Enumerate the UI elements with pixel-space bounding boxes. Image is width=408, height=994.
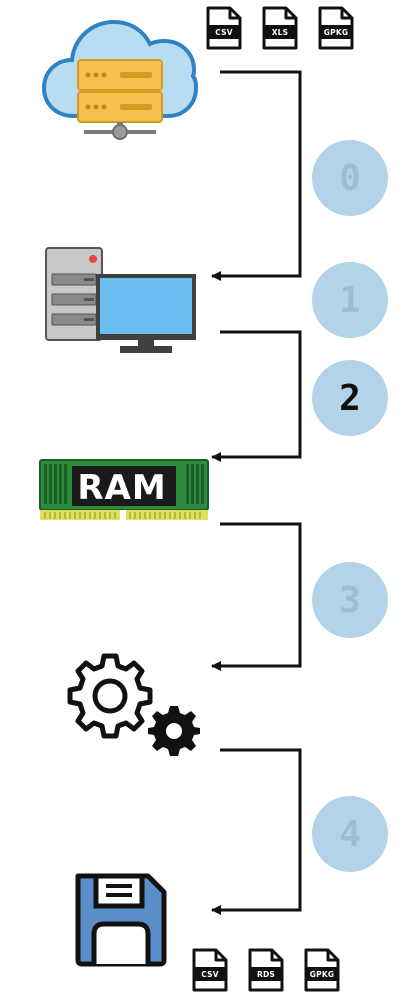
file-format-label: XLS xyxy=(264,25,296,39)
source-file-csv: CSV xyxy=(206,6,242,50)
file-format-label: CSV xyxy=(194,967,226,981)
connector-arrow-1 xyxy=(211,70,302,281)
step-number: 4 xyxy=(339,813,361,855)
step-circle-3: 3 xyxy=(312,562,388,638)
floppy-disk-icon xyxy=(75,873,167,967)
step-number: 2 xyxy=(339,377,361,419)
step-circle-2: 2 xyxy=(312,360,388,436)
step-number: 1 xyxy=(339,279,361,321)
output-file-rds: RDS xyxy=(248,948,284,992)
file-format-label: GPKG xyxy=(306,967,338,981)
step-circle-1: 1 xyxy=(312,262,388,338)
output-file-csv: CSV xyxy=(192,948,228,992)
connector-arrow-4 xyxy=(211,748,302,915)
step-number: 3 xyxy=(339,579,361,621)
output-file-gpkg: GPKG xyxy=(304,948,340,992)
ram-module-icon xyxy=(39,459,209,522)
file-format-label: GPKG xyxy=(320,25,352,39)
gears-icon xyxy=(67,653,200,756)
step-number: 0 xyxy=(339,157,361,199)
file-format-label: RDS xyxy=(250,967,282,981)
step-circle-4: 4 xyxy=(312,796,388,872)
ram-label: RAM xyxy=(77,468,167,508)
source-file-gpkg: GPKG xyxy=(318,6,354,50)
source-file-xls: XLS xyxy=(262,6,298,50)
file-format-label: CSV xyxy=(208,25,240,39)
cloud-server-icon xyxy=(41,19,199,140)
connector-arrow-3 xyxy=(211,522,302,671)
desktop-computer-icon xyxy=(45,247,196,353)
step-circle-0: 0 xyxy=(312,140,388,216)
connector-arrow-2 xyxy=(211,330,302,462)
